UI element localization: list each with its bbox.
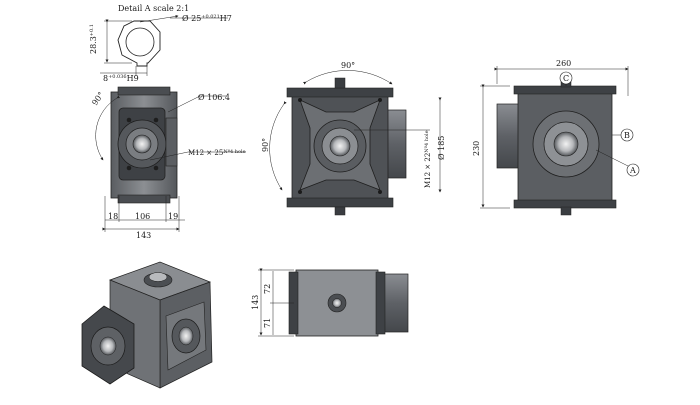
front-view-top-plate [286,87,394,98]
bottom-view-upper-label: 72 [263,284,272,294]
side-view: 90° Ø 106.4 M12 × 25Nº4 hole 18 106 19 1… [90,86,246,240]
front-view-angle-arc-top [303,70,393,85]
callout-a-bubble [626,163,640,177]
iso-front-hub [99,336,117,356]
front-view-bottom-bolt [334,206,346,216]
side-view-bolt-hole [153,165,159,171]
bottom-view-right-plate [375,271,386,335]
right-view-width-label: 260 [556,59,571,68]
iso-top-boss-cap [148,272,168,282]
isometric-view [81,261,213,389]
front-view-angle-arc-left [269,101,287,191]
callout-b-bubble [620,128,634,142]
side-view-right-boss [165,117,178,167]
front-view-hub [329,135,351,157]
callout-c-label: C [563,74,569,83]
side-view-angle-label: 90° [90,90,106,107]
right-view-a-leader [595,149,629,167]
front-view: 90° 90° M12 × 22Nº4 hole Ø 185 [261,61,446,216]
side-view-angle-arc [95,95,120,161]
front-view-thread-label: M12 × 22Nº4 hole [424,130,432,188]
side-view-bolt-hole [126,165,132,171]
right-view-bottom-bolt [560,206,572,216]
side-view-thread-label: M12 × 25Nº4 hole [188,149,246,157]
front-view-bottom-plate [286,197,394,208]
side-view-bolt-hole [126,117,132,123]
side-view-diameter-label: Ø 106.4 [198,93,230,102]
detail-a-leader [139,14,179,23]
front-view-angle-left: 90° [261,138,270,152]
side-view-dim-right: 19 [168,212,178,221]
side-view-dim-mid: 106 [135,212,150,221]
callout-b-label: B [624,131,630,140]
side-view-dim-left: 18 [108,212,118,221]
front-view-top-bolt [334,77,346,89]
front-view-angle-top: 90° [341,61,355,70]
right-view-hub [553,131,579,157]
front-view-bolt-hole [298,98,302,102]
callout-c-bubble [559,71,573,85]
bottom-view-total-label: 143 [251,295,260,310]
right-view-height-label: 230 [472,141,481,156]
side-view-dim-total: 143 [136,231,151,240]
right-view: 260 230 C B A [472,59,640,216]
bottom-view: 143 72 71 [251,268,409,337]
side-view-bolt-hole [153,117,159,123]
detail-a-height-dim: 28.3+0.1 [89,24,98,54]
side-view-bottom-cap [117,194,171,204]
bottom-view-port-inner [332,298,342,308]
side-view-thread-leader [149,151,189,161]
iso-side-hub [178,326,194,346]
side-view-diameter-leader [167,95,201,113]
detail-a-title: Detail A scale 2:1 [118,4,189,13]
callout-a-label: A [629,166,636,175]
detail-a-bore-circle [125,27,155,57]
side-view-hub [132,134,152,154]
detail-a-view: Detail A scale 2:1 Ø 25+0.021H7 28.3+0.1… [89,4,232,83]
front-view-bolt-hole [378,98,382,102]
front-view-bolt-hole [298,190,302,194]
front-view-bolt-hole [378,190,382,194]
detail-a-key-dim: 8+0.036H9 [103,74,139,83]
detail-a-bore-dim: Ø 25+0.021H7 [182,14,232,23]
front-view-diameter-label: Ø 185 [437,136,446,160]
side-view-top-cap [117,86,171,96]
bottom-view-lower-label: 71 [263,318,272,328]
